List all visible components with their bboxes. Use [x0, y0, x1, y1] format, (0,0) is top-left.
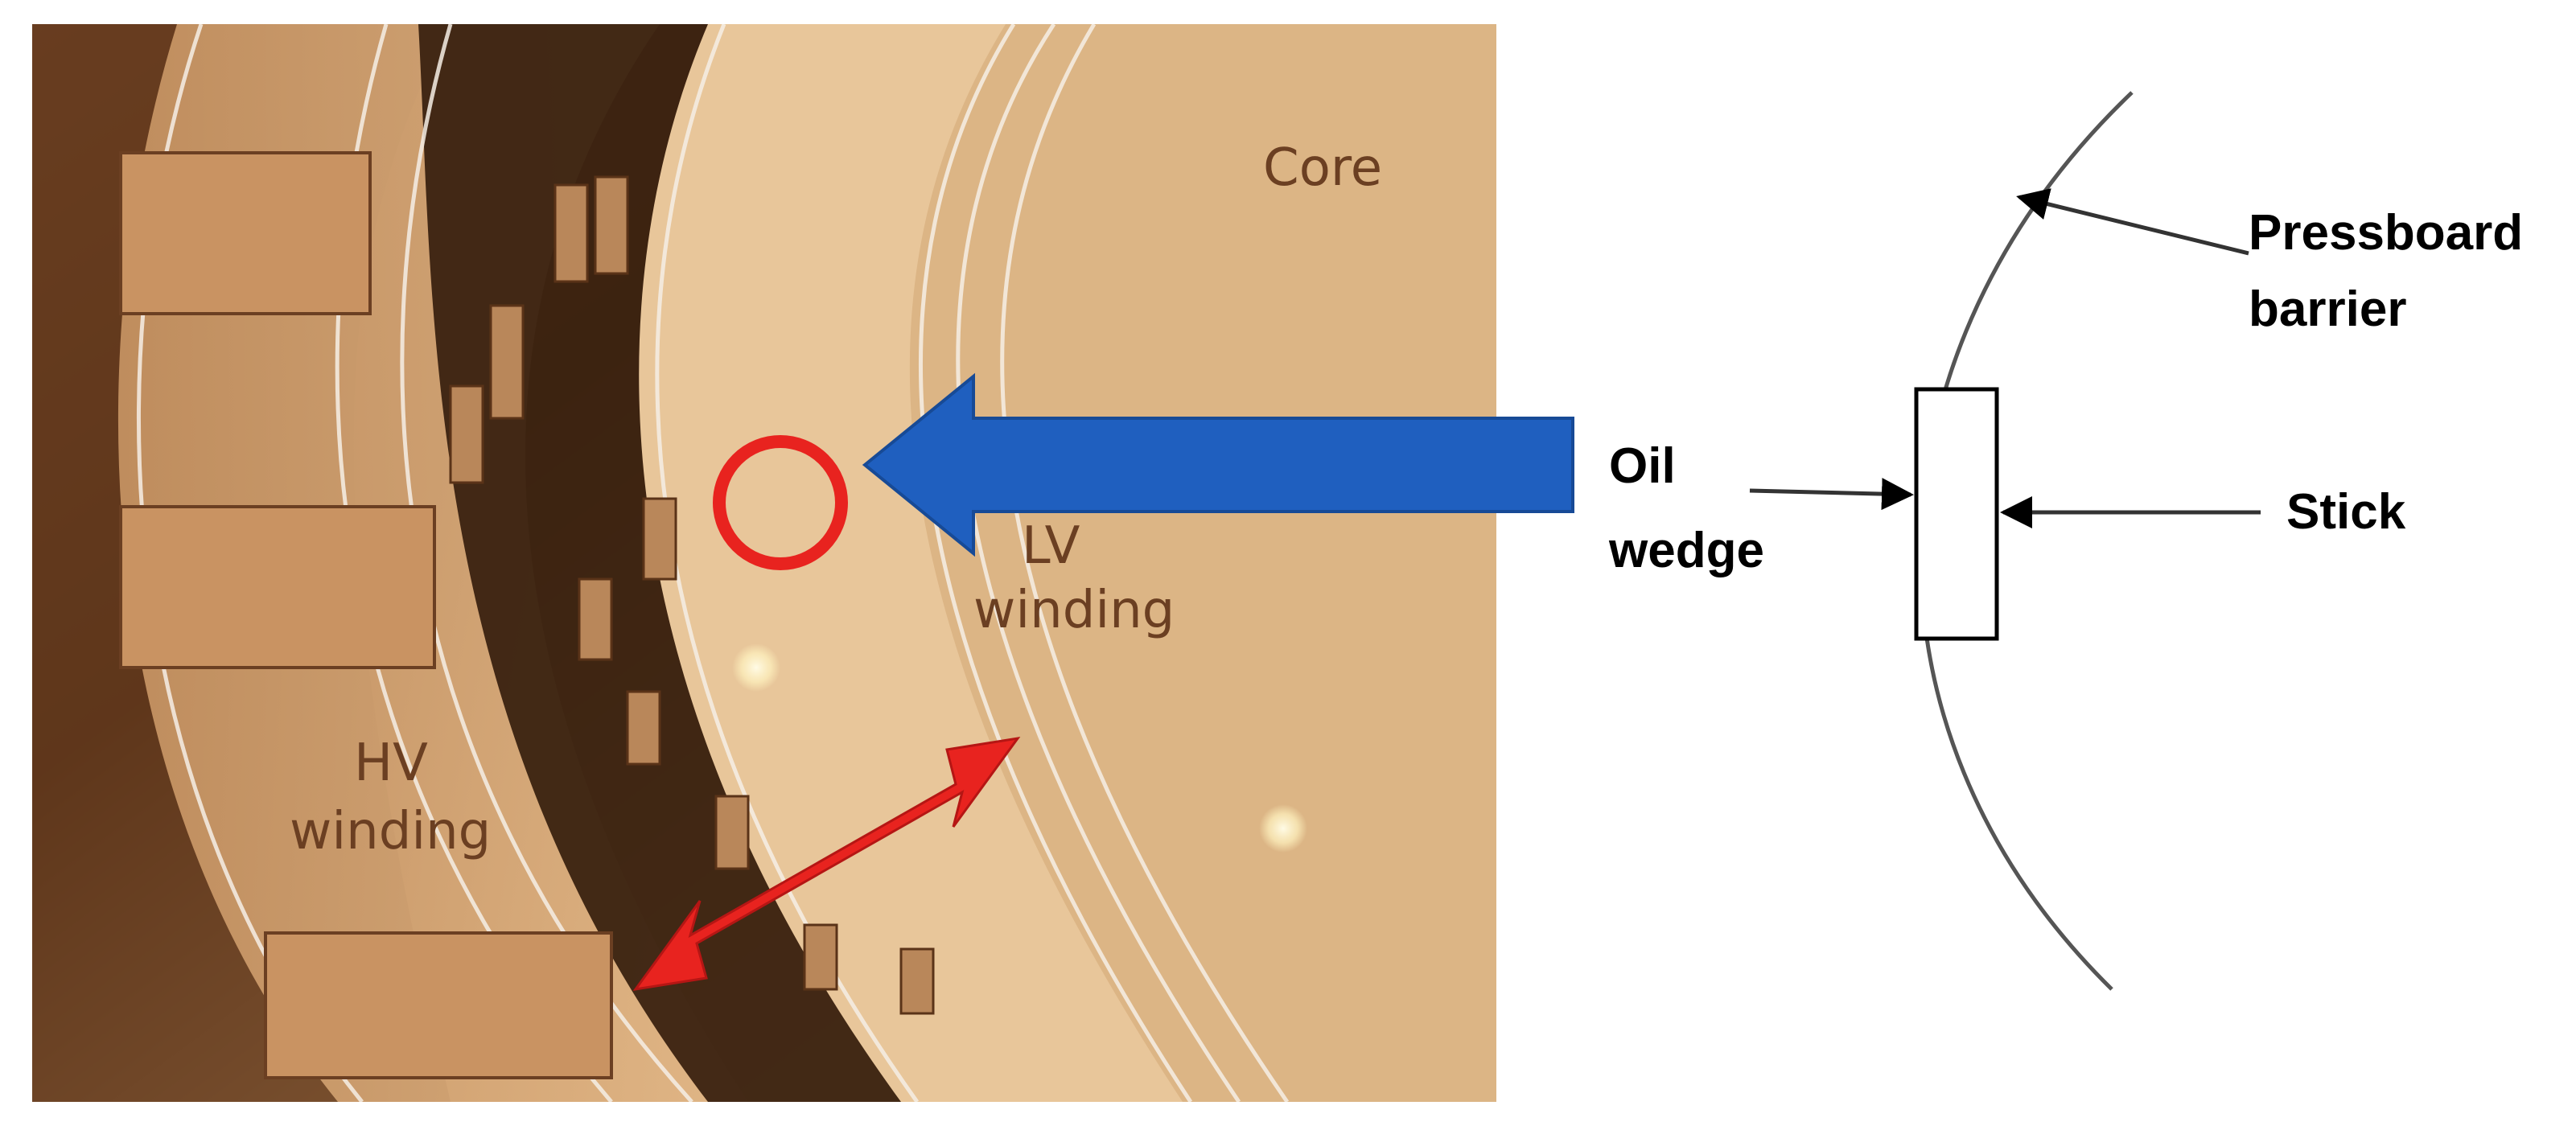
oil-wedge-arrow — [1749, 478, 1914, 511]
hv-label-line2: winding — [290, 802, 491, 861]
transformer-photo: Core LV winding HV winding — [32, 24, 1496, 1102]
left-arrow-icon — [862, 372, 1574, 557]
core-band — [909, 24, 1496, 1102]
pressboard-label-line1: Pressboard — [2249, 205, 2523, 261]
core-label: Core — [1263, 138, 1382, 198]
pressboard-arrow — [2016, 188, 2249, 256]
glare-spot-2 — [1259, 804, 1307, 853]
pressboard-label-line2: barrier — [2249, 282, 2406, 337]
lv-winding-band — [639, 24, 1207, 1102]
hv-label-line1: HV — [354, 734, 428, 793]
oil-wedge-label-line1: Oil — [1609, 438, 1676, 494]
circle-highlight-icon — [713, 435, 848, 570]
glare-spot-1 — [732, 643, 780, 692]
stick-rectangle — [1914, 387, 1999, 641]
hv-spacer-blocks — [119, 151, 613, 1079]
spacer-sticks — [449, 175, 935, 1015]
double-headed-arrow-icon — [632, 736, 1021, 992]
stick-label: Stick — [2286, 484, 2406, 540]
lv-label-line1: LV — [1022, 516, 1080, 576]
schematic-diagram: Pressboard barrier Oil wedge Stick — [1608, 91, 2523, 991]
oil-wedge-label-line2: wedge — [1608, 523, 1764, 578]
lv-label-line2: winding — [973, 581, 1175, 640]
